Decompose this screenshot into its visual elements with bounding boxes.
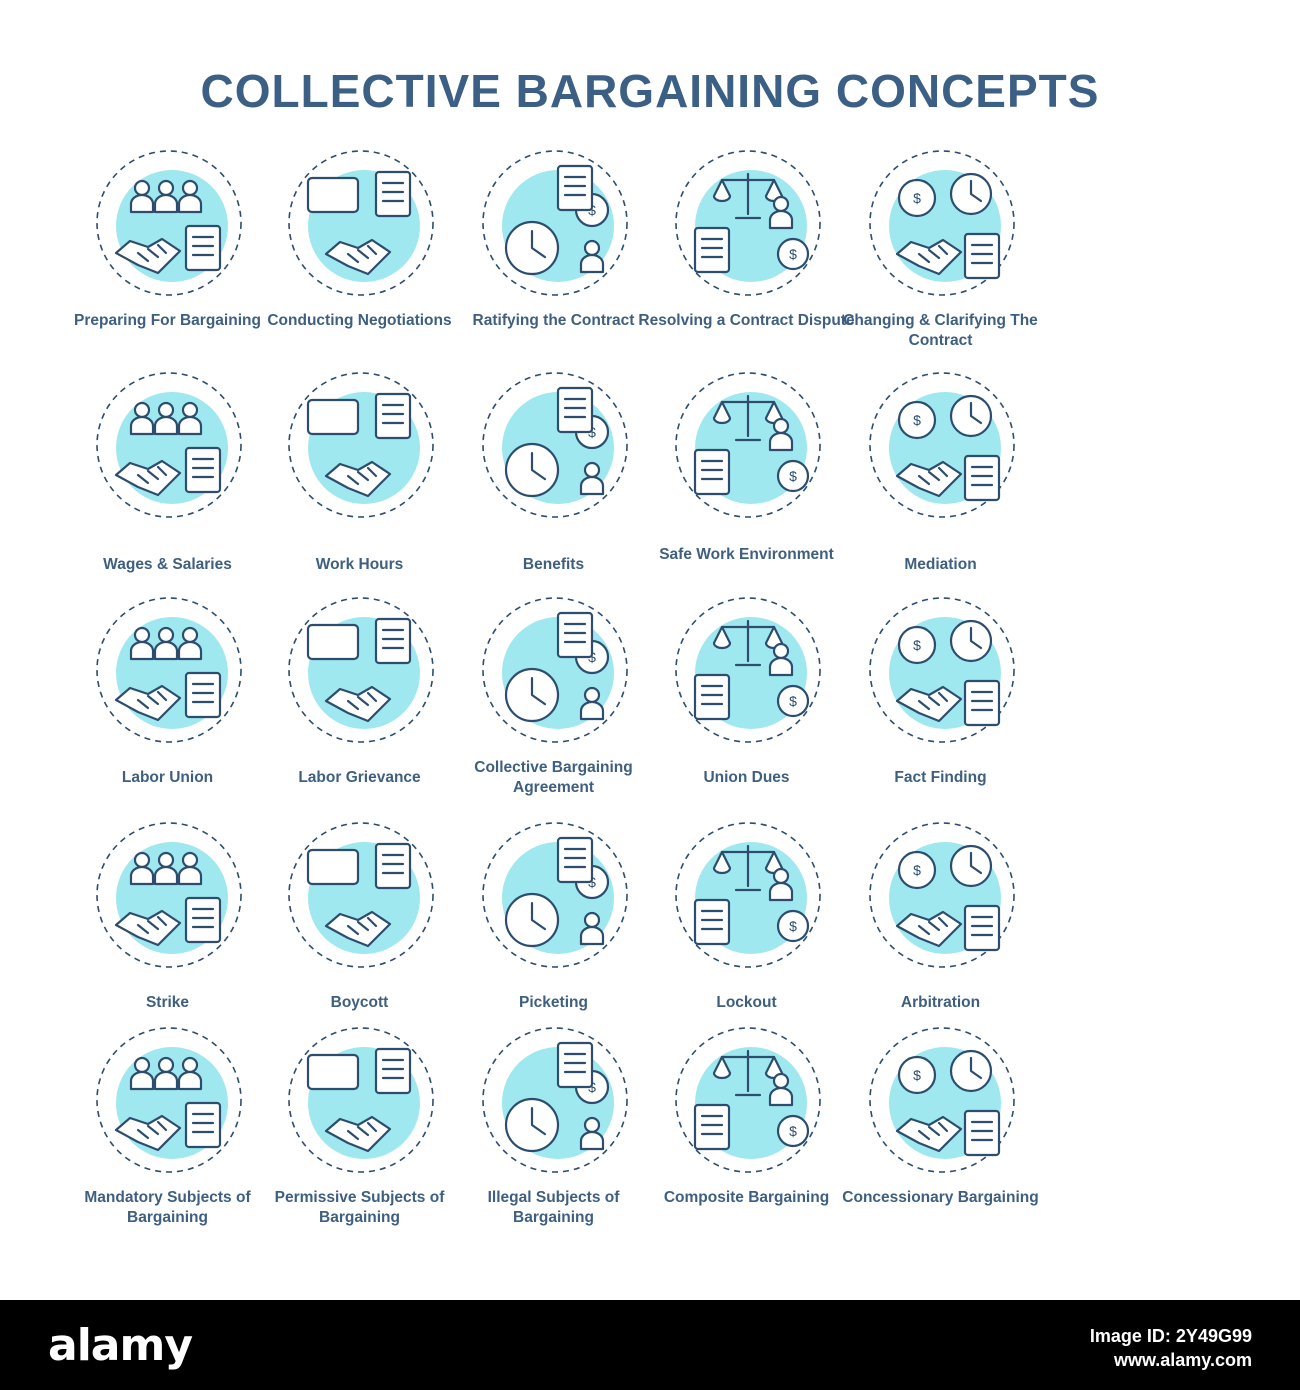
alamy-logo: alamy (48, 1320, 193, 1371)
concept-card: Strike (71, 820, 264, 1035)
image-id: Image ID: 2Y49G99 (1089, 1326, 1252, 1346)
concession-lifebuoy-icon: $ (869, 1027, 1015, 1173)
contract-edit-icon: $ (869, 150, 1015, 296)
concept-grid: Preparing For Bargaining Conducting Negot… (71, 148, 1039, 1240)
concept-card: Labor Grievance (263, 595, 456, 810)
agreement-shield-icon: $ (482, 597, 628, 743)
concept-card: Preparing For Bargaining (71, 148, 264, 363)
concept-card: $ Composite Bargaining (650, 1025, 843, 1240)
concept-label: Ratifying the Contract (472, 312, 635, 329)
concept-label: Benefits (522, 556, 585, 573)
concept-card: $ Fact Finding (844, 595, 1037, 810)
concept-card: Labor Union (71, 595, 264, 810)
concept-card: $ Collective Bargaining Agreement (457, 595, 650, 810)
concept-label: Labor Union (121, 769, 214, 786)
concept-label: Union Dues (703, 769, 790, 786)
strike-crowd-icon (96, 822, 242, 968)
concept-label: Illegal Subjects of Bargaining (487, 1189, 620, 1226)
svg-text:$: $ (789, 1123, 797, 1139)
concept-card: $ Mediation (844, 370, 1037, 585)
concept-card: Boycott (263, 820, 456, 1035)
concept-label: Concessionary Bargaining (842, 1189, 1039, 1206)
footer-url: www.alamy.com (1113, 1350, 1252, 1370)
union-dues-coins-icon: $ (675, 597, 821, 743)
concept-label: Collective Bargaining Agreement (474, 759, 633, 796)
concept-label: Resolving a Contract Dispute (638, 312, 855, 329)
concept-label: Changing & Clarifying The Contract (843, 312, 1038, 349)
concept-card: Wages & Salaries (71, 370, 264, 585)
svg-text:$: $ (913, 412, 921, 428)
concept-card: $ Safe Work Environment (650, 370, 843, 585)
grievance-scales-icon (288, 597, 434, 743)
lockout-padlock-icon: $ (675, 822, 821, 968)
concept-label: Preparing For Bargaining (74, 312, 261, 329)
svg-text:$: $ (789, 246, 797, 262)
concept-card: $ Concessionary Bargaining (842, 1025, 1039, 1240)
picketing-megaphone-icon: $ (482, 822, 628, 968)
wages-clock-icon (96, 372, 242, 518)
preparing-bargaining-icon (96, 150, 242, 296)
concept-card: $ Ratifying the Contract (457, 148, 650, 363)
mediation-dove-icon: $ (869, 372, 1015, 518)
arbitration-scales-icon: $ (869, 822, 1015, 968)
benefits-umbrella-icon: $ (482, 372, 628, 518)
concept-label: Composite Bargaining (663, 1189, 830, 1206)
concept-card: $ Benefits (457, 370, 650, 585)
concept-label: Mediation (904, 556, 977, 573)
concept-label: Picketing (519, 994, 588, 1011)
concept-label: Labor Grievance (298, 769, 421, 786)
svg-text:$: $ (913, 190, 921, 206)
svg-text:$: $ (913, 862, 921, 878)
concept-label: Lockout (716, 994, 777, 1011)
mandatory-calendar-icon (96, 1027, 242, 1173)
concept-card: $ Changing & Clarifying The Contract (843, 148, 1038, 363)
svg-text:$: $ (789, 918, 797, 934)
concept-card: $ Illegal Subjects of Bargaining (457, 1025, 650, 1240)
concept-label: Arbitration (900, 994, 981, 1011)
concept-label: Work Hours (315, 556, 404, 573)
concept-label: Conducting Negotiations (267, 312, 452, 329)
negotiation-handshake-icon (288, 150, 434, 296)
concept-label: Mandatory Subjects of Bargaining (84, 1189, 251, 1226)
dispute-gavel-icon: $ (675, 150, 821, 296)
svg-text:$: $ (913, 1067, 921, 1083)
concept-label: Strike (145, 994, 190, 1011)
concept-card: Conducting Negotiations (263, 148, 456, 363)
footer-meta: Image ID: 2Y49G99 www.alamy.com (1090, 1324, 1252, 1372)
work-hours-stopwatch-icon (288, 372, 434, 518)
boycott-cart-icon (288, 822, 434, 968)
safety-helmet-icon: $ (675, 372, 821, 518)
concept-label: Boycott (330, 994, 389, 1011)
concept-label: Fact Finding (894, 769, 987, 786)
concept-card: $ Union Dues (650, 595, 843, 810)
illegal-hand-icon: $ (482, 1027, 628, 1173)
concept-card: Work Hours (263, 370, 456, 585)
concept-card: Permissive Subjects of Bargaining (263, 1025, 456, 1240)
svg-text:$: $ (789, 468, 797, 484)
svg-text:$: $ (789, 693, 797, 709)
concept-card: $ Arbitration (844, 820, 1037, 1035)
concept-card: $ Picketing (457, 820, 650, 1035)
page-title: COLLECTIVE BARGAINING CONCEPTS (200, 65, 1100, 117)
concept-label: Safe Work Environment (659, 546, 834, 563)
concept-card: $ Lockout (650, 820, 843, 1035)
concept-label: Permissive Subjects of Bargaining (274, 1189, 445, 1226)
concept-card: Mandatory Subjects of Bargaining (71, 1025, 264, 1240)
svg-text:$: $ (913, 637, 921, 653)
fact-finding-chart-icon: $ (869, 597, 1015, 743)
composite-puzzle-icon: $ (675, 1027, 821, 1173)
labor-union-fist-icon (96, 597, 242, 743)
watermark-footer: alamy Image ID: 2Y49G99 www.alamy.com (0, 1300, 1300, 1390)
concept-label: Wages & Salaries (103, 556, 232, 573)
permissive-megaphone-icon (288, 1027, 434, 1173)
concept-card: $ Resolving a Contract Dispute (638, 148, 855, 363)
ratify-vote-icon: $ (482, 150, 628, 296)
